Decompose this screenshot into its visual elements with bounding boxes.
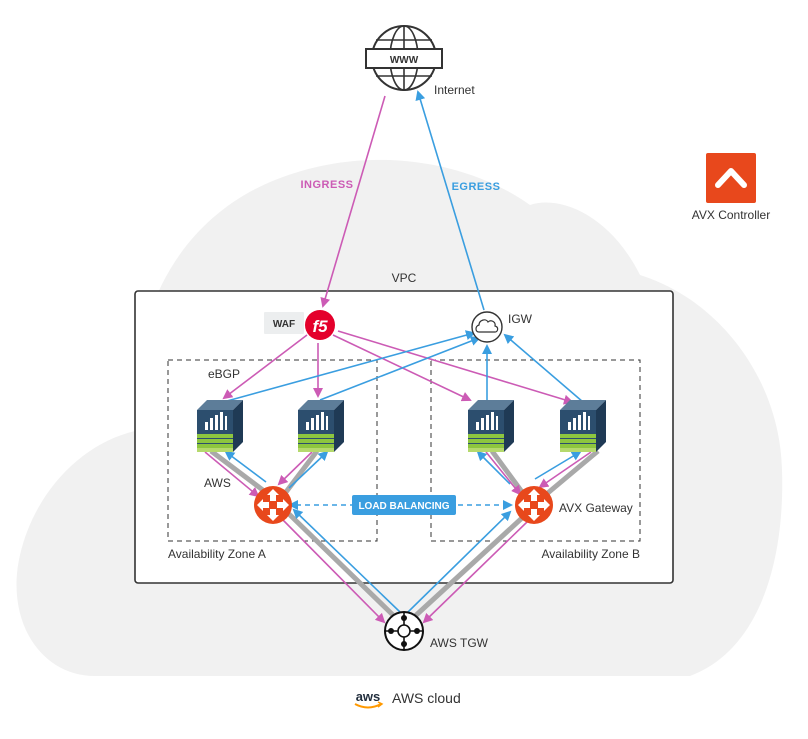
aws-label: AWS: [204, 476, 231, 490]
igw-cloud-icon: [471, 311, 503, 343]
aws-cloud-label: AWS cloud: [392, 690, 461, 706]
aws-tgw-icon: [384, 611, 424, 651]
svg-text:aws: aws: [356, 689, 381, 704]
waf-badge: [264, 312, 304, 334]
egress-paths: [224, 90, 584, 613]
aws-router-icon: [254, 486, 292, 524]
waf-label: WAF: [273, 319, 295, 330]
availability-zone-b: [430, 359, 641, 542]
firewall-icon: [298, 400, 344, 452]
firewall-icon: [560, 400, 606, 452]
trunk-links: [209, 449, 600, 620]
avx-controller-label: AVX Controller: [692, 208, 770, 222]
internet-label: Internet: [434, 83, 475, 97]
aws-logo-icon: aws: [354, 689, 384, 709]
availability-zone-a: [167, 359, 378, 542]
svg-text:f5: f5: [312, 317, 328, 336]
egress-label: EGRESS: [452, 181, 501, 193]
avx-controller-icon: [706, 153, 756, 203]
avx-gateway-label: AVX Gateway: [559, 501, 633, 515]
zone-a-label: Availability Zone A: [168, 547, 266, 561]
f5-logo-icon: f5: [305, 310, 335, 340]
internet-globe-icon: [365, 25, 443, 91]
internet-badge: WWW: [390, 55, 419, 66]
firewall-icon: [468, 400, 514, 452]
avx-gateway-router-icon: [515, 486, 553, 524]
aws-tgw-label: AWS TGW: [430, 636, 489, 650]
ebgp-label: eBGP: [208, 367, 240, 381]
ingress-label: INGRESS: [300, 179, 353, 191]
load-balancing-badge: [352, 495, 456, 515]
load-balancing-label: LOAD BALANCING: [358, 501, 449, 512]
igw-label: IGW: [508, 312, 533, 326]
vpc-label: VPC: [392, 271, 417, 285]
firewall-icon: [197, 400, 243, 452]
ingress-paths: [204, 95, 592, 624]
zone-b-label: Availability Zone B: [542, 547, 641, 561]
